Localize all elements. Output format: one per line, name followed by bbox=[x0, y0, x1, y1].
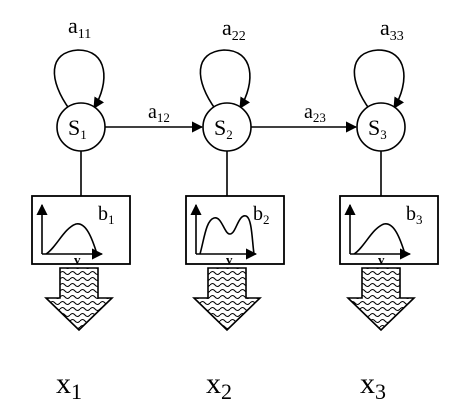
self-loop-2 bbox=[199, 49, 251, 111]
observation-label-2: x2 bbox=[206, 367, 232, 404]
emission-axis-label-3: v bbox=[378, 252, 385, 267]
emission-label-3: b3 bbox=[406, 203, 423, 227]
emission-curve-2 bbox=[199, 215, 255, 255]
state-label-3: S3 bbox=[368, 115, 387, 142]
self-loop-3 bbox=[353, 49, 405, 111]
emission-label-2: b2 bbox=[253, 203, 270, 227]
emission-curve-3 bbox=[353, 223, 406, 255]
transition-label-1-2: a12 bbox=[148, 101, 170, 125]
state-label-1: S1 bbox=[68, 115, 87, 142]
output-arrow-2 bbox=[192, 267, 262, 332]
transition-label-2-3: a23 bbox=[304, 101, 326, 125]
observation-label-3: x3 bbox=[360, 367, 386, 404]
emission-axis-label-2: v bbox=[226, 252, 233, 267]
self-loop-label-1: a11 bbox=[68, 13, 91, 42]
observation-label-1: x1 bbox=[56, 367, 82, 404]
state-1-group: a11 S1 b1 v x1 bbox=[31, 13, 131, 404]
emission-axis-label-1: v bbox=[74, 252, 81, 267]
emission-label-1: b1 bbox=[98, 203, 115, 227]
self-loop-1 bbox=[53, 49, 105, 111]
state-2-group: a22 S2 b2 v x2 bbox=[185, 15, 285, 404]
state-label-2: S2 bbox=[214, 115, 233, 142]
state-3-group: a33 S3 b3 v x3 bbox=[339, 15, 439, 404]
self-loop-label-2: a22 bbox=[222, 15, 246, 44]
output-arrow-3 bbox=[346, 267, 416, 332]
output-arrow-1 bbox=[44, 267, 114, 332]
emission-curve-1 bbox=[45, 223, 98, 255]
self-loop-subscript-1: 11 bbox=[78, 27, 91, 42]
self-loop-label-3: a33 bbox=[380, 15, 404, 44]
